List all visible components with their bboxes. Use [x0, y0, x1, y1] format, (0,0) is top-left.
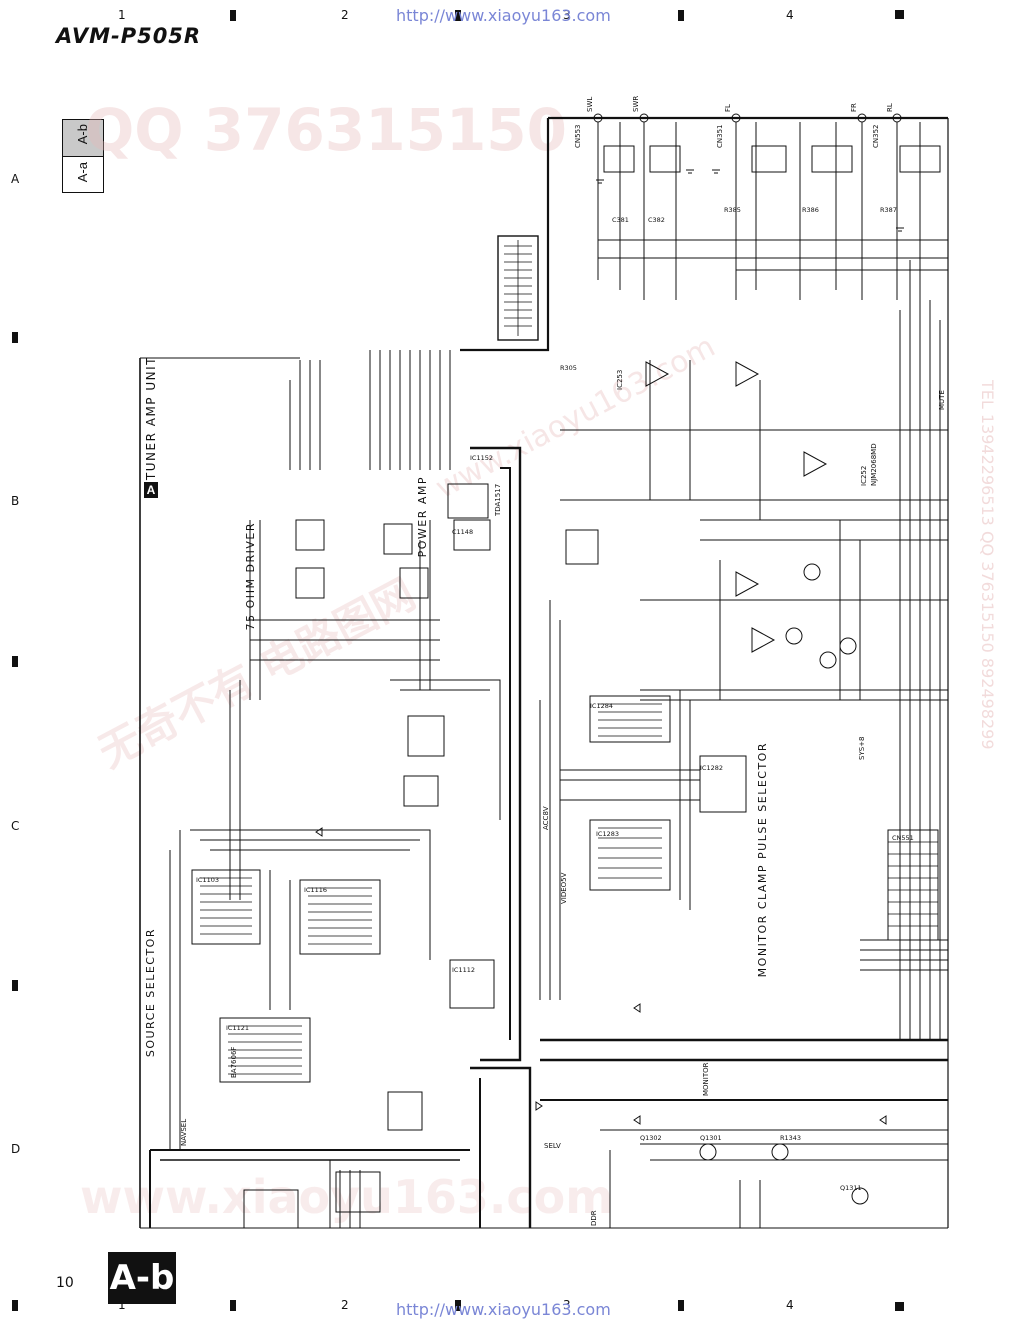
column-number-3: 3 — [563, 8, 571, 22]
unit-badge: A — [144, 482, 158, 498]
ruler-tick — [230, 1300, 236, 1311]
svg-text:IC1152: IC1152 — [470, 454, 493, 462]
net-label-selv: SELV — [544, 1142, 561, 1150]
section-title-source-selector: SOURCE SELECTOR — [144, 928, 157, 1058]
source-url-bottom[interactable]: http://www.xiaoyu163.com — [396, 1300, 611, 1319]
output-label-swl: SWL — [586, 97, 594, 112]
net-label-ddr: DDR — [590, 1210, 598, 1226]
svg-text:IC1112: IC1112 — [452, 966, 475, 974]
section-title-monitor-clamp: MONITOR CLAMP PULSE SELECTOR — [756, 742, 769, 978]
ruler-tick — [455, 1300, 461, 1311]
connector-label-cn352: CN352 — [872, 125, 880, 149]
sheet-label-badge: A-b — [108, 1252, 176, 1304]
watermark-tel: TEL 13942296513 QQ 376315150 892498299 — [978, 380, 997, 750]
svg-text:CN551: CN551 — [892, 834, 914, 842]
section-title-power-amp: POWER AMP — [416, 476, 429, 558]
svg-text:Q1302: Q1302 — [640, 1134, 662, 1142]
svg-text:IC1284: IC1284 — [590, 702, 613, 710]
connector-label-cn351: CN351 — [716, 125, 724, 149]
section-title-75ohm: 75 OHM DRIVER — [244, 522, 257, 631]
net-label-video5v: VIDEO5V — [560, 872, 568, 904]
column-number-1-bottom: 1 — [118, 1298, 126, 1312]
svg-text:R305: R305 — [560, 364, 577, 372]
sheet-tab-current[interactable]: A-b — [63, 120, 103, 156]
part-label-tda1517: TDA1517 — [494, 484, 502, 517]
svg-text:C381: C381 — [612, 216, 629, 224]
ic-label-ic253: IC253 — [616, 370, 624, 390]
svg-text:R387: R387 — [880, 206, 897, 214]
net-label-mute: MUTE — [938, 390, 946, 410]
svg-text:R1343: R1343 — [780, 1134, 801, 1142]
ruler-tick — [895, 10, 904, 19]
svg-text:Q1301: Q1301 — [700, 1134, 722, 1142]
row-letter-c: C — [11, 819, 20, 833]
svg-text:IC1282: IC1282 — [700, 764, 723, 772]
svg-text:IC1116: IC1116 — [304, 886, 327, 894]
net-label-navsel: NAVSEL — [180, 1119, 188, 1146]
column-number-1: 1 — [118, 8, 126, 22]
row-letter-a: A — [11, 172, 20, 186]
row-letter-d: D — [11, 1142, 21, 1156]
svg-text:Q1311: Q1311 — [840, 1184, 862, 1192]
watermark-site: www.xiaoyu163.com — [80, 1170, 614, 1224]
column-number-4-bottom: 4 — [786, 1298, 794, 1312]
svg-text:C382: C382 — [648, 216, 665, 224]
part-label-njm2068md: NJM2068MD — [870, 443, 878, 486]
output-label-fr: FR — [850, 103, 858, 112]
ruler-tick — [678, 1300, 684, 1311]
column-number-2: 2 — [341, 8, 349, 22]
svg-text:C1148: C1148 — [452, 528, 473, 536]
net-label-sys8: SYS+8 — [858, 737, 866, 760]
ruler-tick — [12, 1300, 18, 1311]
column-number-4: 4 — [786, 8, 794, 22]
net-label-acc8v: ACC8V — [542, 806, 550, 830]
ic-label-ic252: IC252 — [860, 466, 868, 486]
page-number: 10 — [56, 1275, 74, 1291]
column-number-2-bottom: 2 — [341, 1298, 349, 1312]
sheet-tab-other[interactable]: A-a — [63, 156, 103, 193]
net-label-monitor: MONITOR — [702, 1062, 710, 1096]
row-letter-b: B — [11, 494, 20, 508]
svg-text:R385: R385 — [724, 206, 741, 214]
connector-label-cn553: CN553 — [574, 125, 582, 149]
output-label-swr: SWR — [632, 96, 640, 112]
part-label-ba7606f: BA7606F — [230, 1047, 238, 1078]
unit-title: TUNER AMP UNIT — [144, 356, 158, 481]
ruler-tick — [12, 980, 18, 991]
sheet-tab: A-b A-a — [62, 119, 104, 193]
watermark-qq: QQ 376315150 — [85, 96, 568, 164]
svg-text:IC1103: IC1103 — [196, 876, 219, 884]
ruler-tick — [230, 10, 236, 21]
ruler-tick — [895, 1302, 904, 1311]
svg-text:R386: R386 — [802, 206, 819, 214]
model-title: AVM-P505R — [56, 24, 202, 48]
output-label-rl: RL — [886, 103, 894, 112]
ruler-tick — [12, 332, 18, 343]
source-url-top[interactable]: http://www.xiaoyu163.com — [396, 6, 611, 25]
svg-text:IC1121: IC1121 — [226, 1024, 249, 1032]
svg-text:IC1283: IC1283 — [596, 830, 619, 838]
ruler-tick — [12, 656, 18, 667]
ruler-tick — [678, 10, 684, 21]
output-label-fl: FL — [724, 104, 732, 112]
column-number-3-bottom: 3 — [563, 1298, 571, 1312]
ruler-tick — [455, 10, 461, 21]
